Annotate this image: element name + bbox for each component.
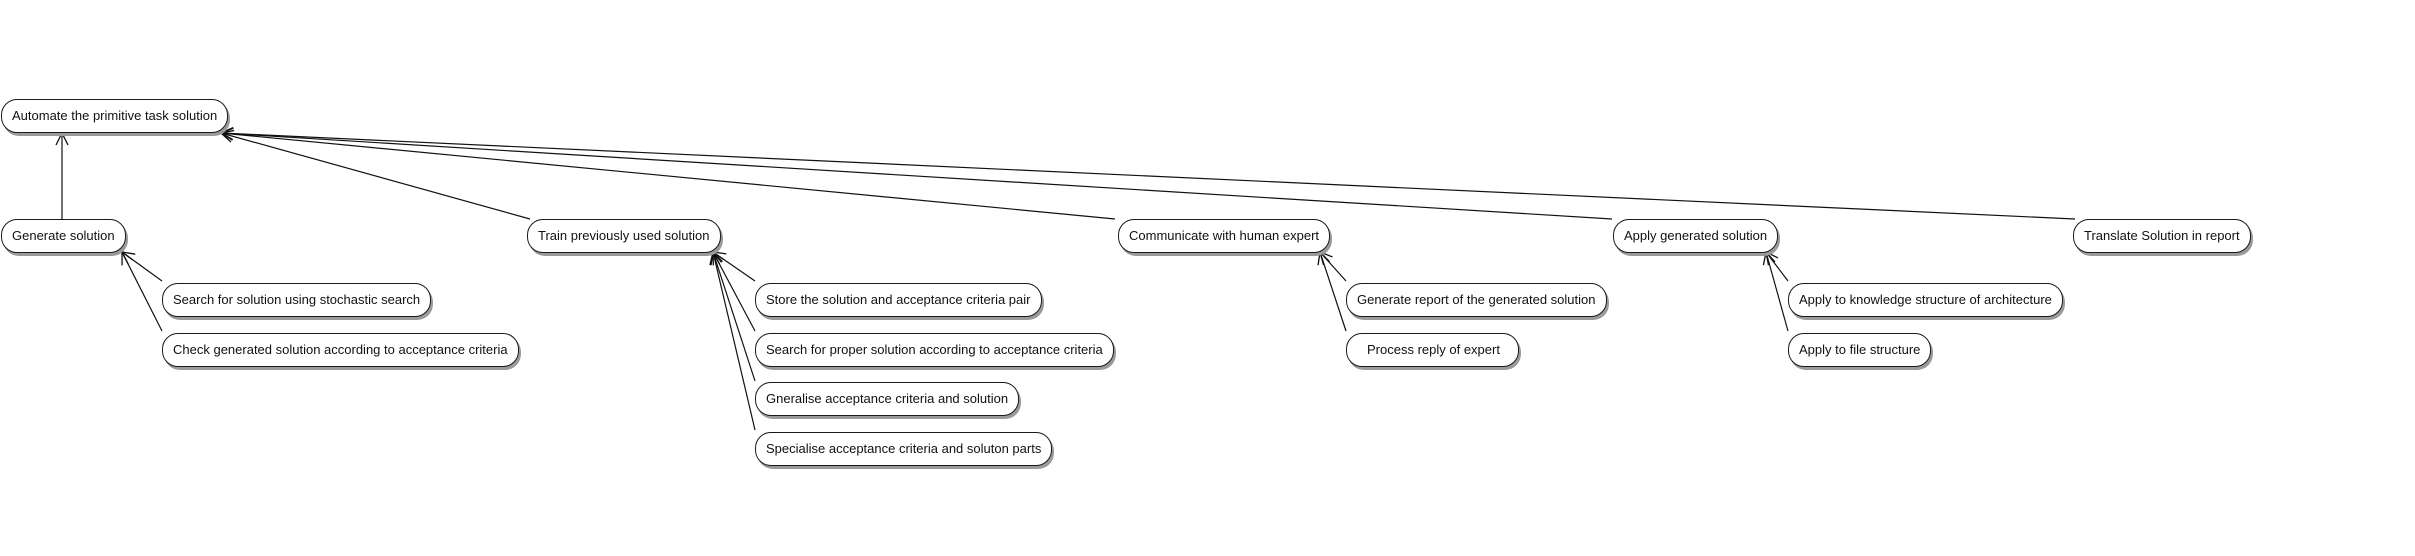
- edge-check-to-generate: [122, 252, 163, 332]
- edge-specialise-to-train: [713, 252, 756, 431]
- edge-generalise-to-train: [713, 252, 756, 382]
- child-node-apply-file[interactable]: Apply to file structure: [1788, 333, 1932, 367]
- edge-process-to-communicate: [1320, 252, 1347, 332]
- root-node[interactable]: Automate the primitive task solution: [1, 99, 229, 133]
- edge-train-to-root: [221, 133, 531, 220]
- child-node-apply-knowledge[interactable]: Apply to knowledge structure of architec…: [1788, 283, 2063, 317]
- child-node-specialise[interactable]: Specialise acceptance criteria and solut…: [755, 432, 1053, 466]
- group-node-apply-generated[interactable]: Apply generated solution: [1613, 219, 1779, 253]
- group-node-generate-solution[interactable]: Generate solution: [1, 219, 126, 253]
- edge-report-to-communicate: [1320, 252, 1347, 282]
- edge-stochastic-to-generate: [122, 252, 163, 282]
- child-node-check-generated[interactable]: Check generated solution according to ac…: [162, 333, 519, 367]
- edge-searchproper-to-train: [713, 252, 756, 332]
- group-node-train-previous[interactable]: Train previously used solution: [527, 219, 721, 253]
- child-node-search-proper[interactable]: Search for proper solution according to …: [755, 333, 1114, 367]
- edge-communicate-to-root: [221, 133, 1116, 220]
- child-node-generate-report[interactable]: Generate report of the generated solutio…: [1346, 283, 1607, 317]
- group-node-translate-report[interactable]: Translate Solution in report: [2073, 219, 2251, 253]
- edge-translate-to-root: [221, 133, 2076, 220]
- edge-file-to-apply: [1766, 252, 1789, 332]
- group-node-communicate-expert[interactable]: Communicate with human expert: [1118, 219, 1331, 253]
- child-node-process-reply[interactable]: Process reply of expert: [1346, 333, 1519, 367]
- edge-apply-to-root: [221, 133, 1613, 220]
- child-node-generalise[interactable]: Gneralise acceptance criteria and soluti…: [755, 382, 1020, 416]
- edge-knowledge-to-apply: [1766, 252, 1789, 282]
- child-node-stochastic-search[interactable]: Search for solution using stochastic sea…: [162, 283, 432, 317]
- child-node-store-pair[interactable]: Store the solution and acceptance criter…: [755, 283, 1042, 317]
